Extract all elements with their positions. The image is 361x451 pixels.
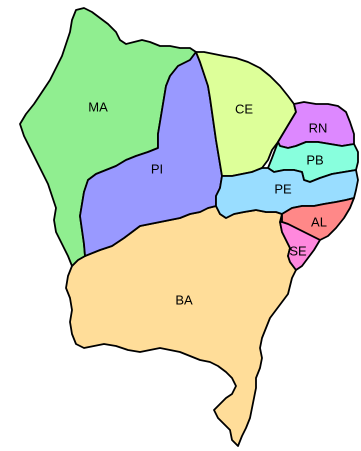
label-ma: MA [88, 99, 108, 114]
label-pb: PB [306, 152, 323, 167]
state-ce[interactable] [195, 51, 297, 177]
label-ba: BA [175, 292, 193, 307]
label-pe: PE [274, 181, 292, 196]
label-al: AL [311, 214, 327, 229]
state-se[interactable] [279, 221, 321, 271]
label-se: SE [289, 243, 307, 258]
label-ce: CE [235, 101, 253, 116]
label-rn: RN [309, 120, 328, 135]
label-pi: PI [151, 161, 163, 176]
